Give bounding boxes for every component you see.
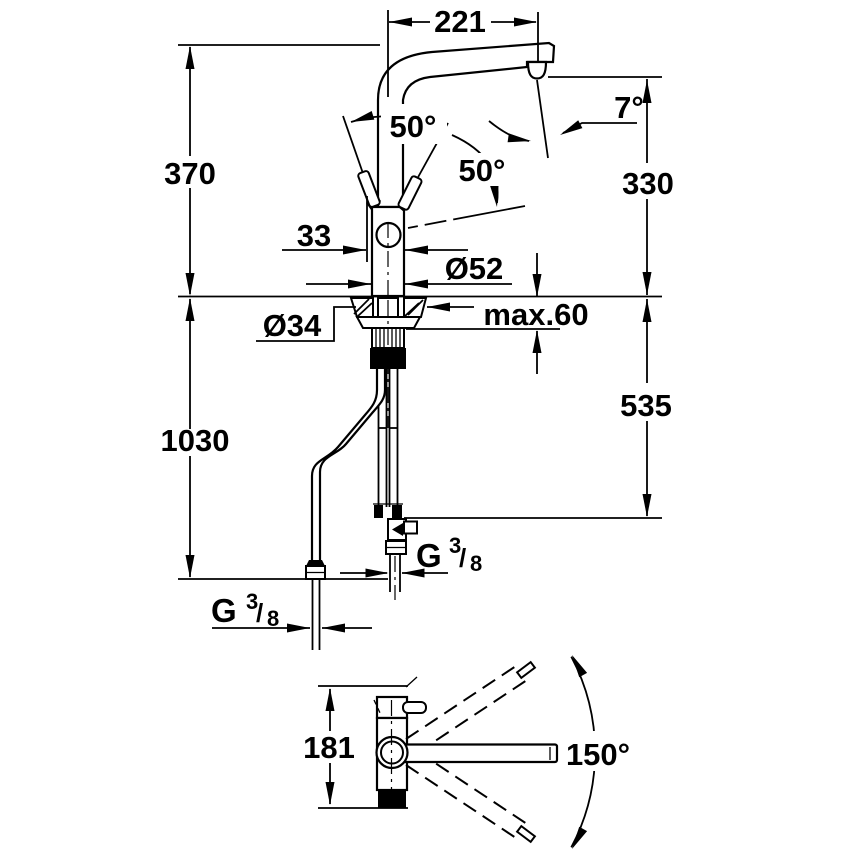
body-width-label: 33	[297, 218, 331, 253]
faucet-spout	[376, 41, 556, 209]
top-view-lever	[402, 701, 427, 714]
swivel-spout-positions	[405, 660, 537, 844]
lever-handle-positions	[342, 115, 449, 211]
top-view-spout	[375, 700, 559, 805]
total-height-label: 370	[164, 156, 216, 191]
svg-text:/: /	[256, 598, 263, 628]
label-backgrounds	[153, 6, 680, 771]
bottom-depth-label: 181	[303, 730, 355, 765]
svg-text:3: 3	[246, 589, 258, 614]
dimension-labels: 221 370 1030 330 535 max.60 50° 50° 7° 3…	[161, 4, 674, 772]
spout-reach-label: 221	[434, 4, 486, 39]
top-view	[318, 652, 596, 852]
aerator	[526, 60, 548, 80]
svg-text:G: G	[211, 592, 237, 629]
handle-tilt-angle-label: 50°	[459, 153, 506, 188]
mounting-base	[349, 297, 428, 369]
flexible-hose	[310, 369, 387, 564]
svg-text:/: /	[459, 543, 466, 573]
max-deck-thickness-label: max.60	[483, 297, 588, 332]
valve-handle	[403, 520, 418, 535]
svg-text:3: 3	[449, 533, 461, 558]
connection-height-label: 535	[620, 388, 672, 423]
svg-text:G: G	[416, 537, 442, 574]
stream-angle-label: 7°	[614, 90, 644, 125]
thread-size-right-label: G 3 / 8	[416, 533, 482, 576]
svg-text:8: 8	[267, 606, 279, 631]
spout-height-label: 330	[622, 166, 674, 201]
connection-hoses	[305, 222, 418, 650]
handle-open-angle-label: 50°	[390, 109, 437, 144]
body-diameter-label: Ø52	[445, 251, 504, 286]
swivel-angle-label: 150°	[566, 737, 630, 772]
mount-hole-diameter-label: Ø34	[263, 308, 322, 343]
thread-size-left-label: G 3 / 8	[211, 589, 279, 631]
hose-length-label: 1030	[161, 423, 230, 458]
svg-text:8: 8	[470, 551, 482, 576]
